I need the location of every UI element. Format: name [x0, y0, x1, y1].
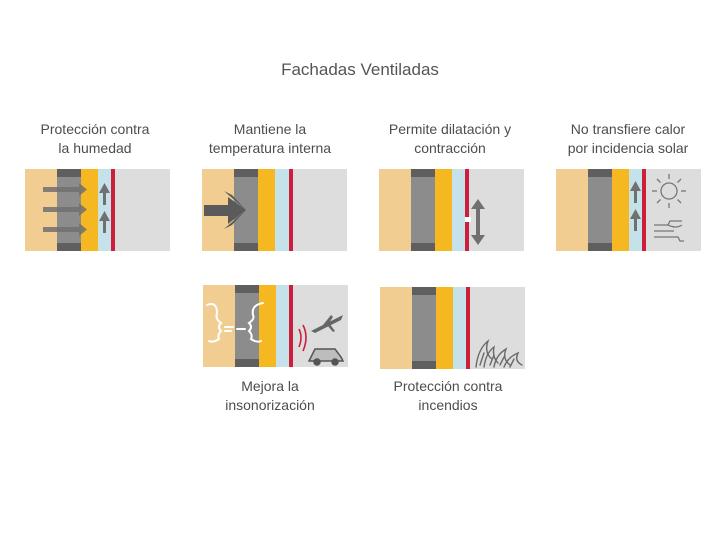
tile-solar [556, 169, 701, 251]
page-title: Fachadas Ventiladas [281, 60, 439, 79]
fire-protection-icon [380, 287, 525, 369]
soundproofing-icon [203, 285, 348, 367]
tile-thermal [202, 169, 347, 251]
label-moisture: Protección contra la humedad [40, 121, 150, 156]
label-fire: Protección contra incendios [393, 378, 503, 413]
label-solar: No transfiere calor por incidencia solar [567, 121, 689, 156]
label-sound: Mejora la insonorización [225, 378, 315, 413]
moisture-protection-icon [25, 169, 170, 251]
label-thermal: Mantiene la temperatura interna [208, 121, 332, 156]
tile-sound [203, 285, 348, 367]
tile-expansion [379, 169, 524, 251]
thermal-insulation-icon [202, 169, 347, 251]
tile-moisture [25, 169, 170, 251]
label-expansion: Permite dilatación y contracción [388, 121, 512, 156]
tile-fire [380, 287, 525, 369]
expansion-contraction-icon [379, 169, 524, 251]
solar-heat-icon [556, 169, 701, 251]
